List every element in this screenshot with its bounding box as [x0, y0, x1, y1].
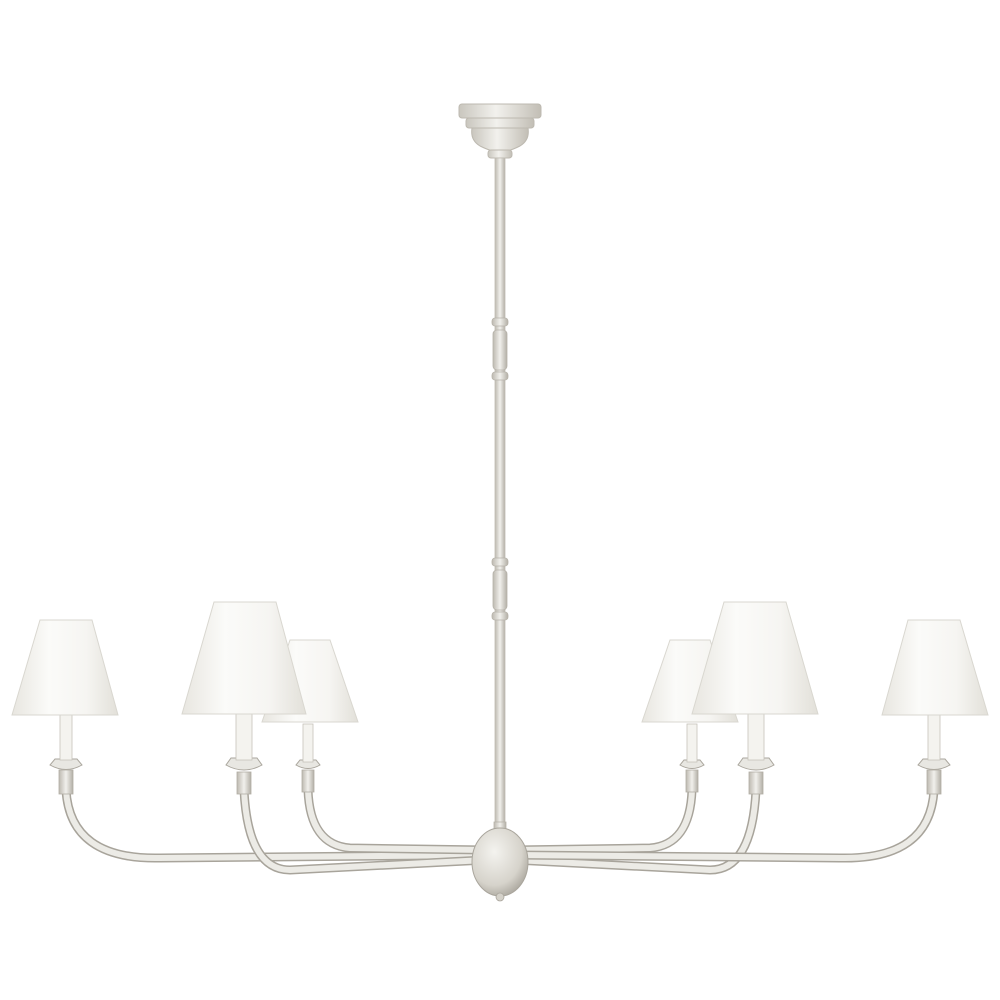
light-middle-right [691, 601, 819, 795]
light-outer-right [881, 619, 989, 795]
center-hub [471, 821, 529, 902]
lamp-shade [881, 619, 989, 716]
lamp-shade [181, 601, 307, 715]
light-outer-left [11, 619, 119, 795]
arms [61, 785, 939, 875]
down-rod [491, 157, 509, 829]
lamp-shade [691, 601, 819, 715]
lamp-shade [11, 619, 119, 716]
light-middle-left [181, 601, 307, 795]
ceiling-canopy [458, 103, 542, 159]
